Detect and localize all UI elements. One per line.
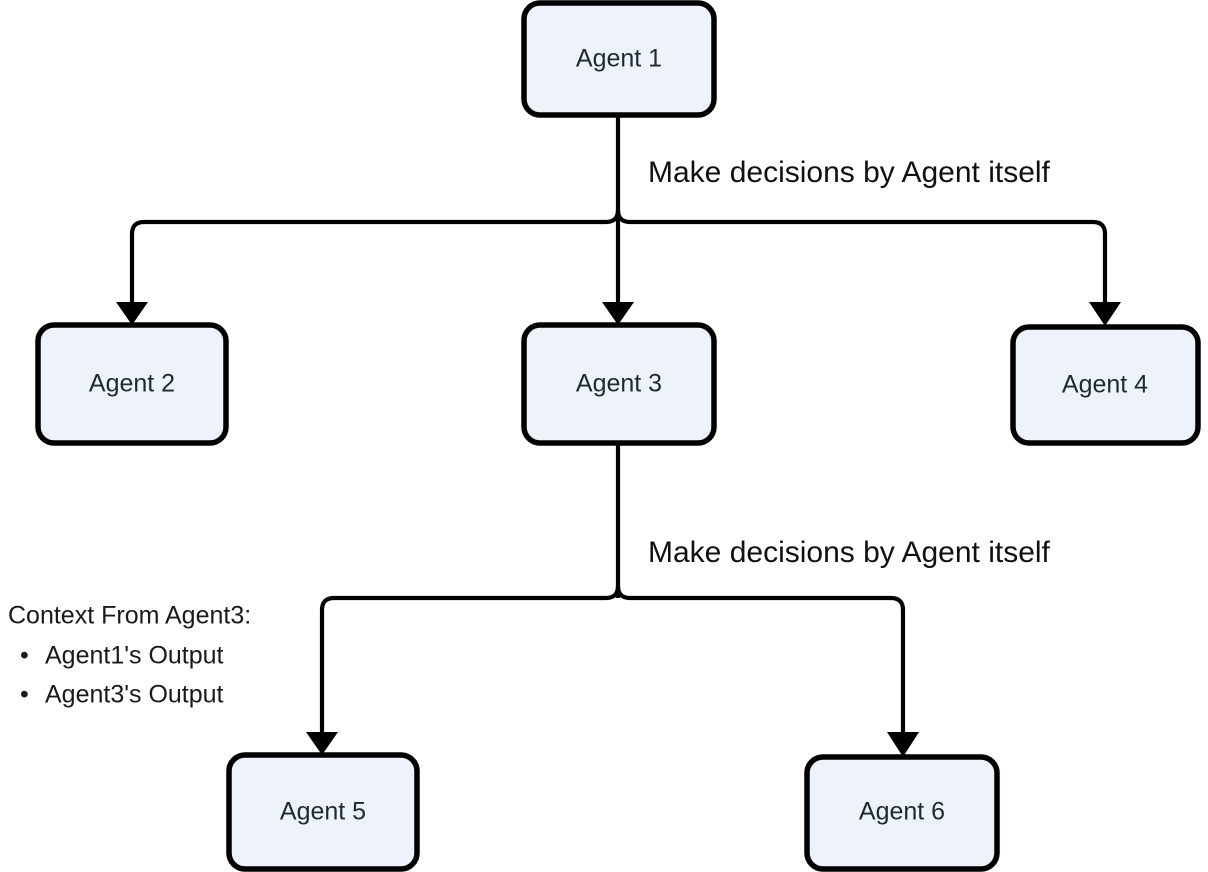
- node-agent3-label: Agent 3: [576, 370, 662, 398]
- node-agent5-label: Agent 5: [280, 798, 366, 826]
- node-agent2[interactable]: Agent 2: [35, 322, 229, 446]
- node-agent5[interactable]: Agent 5: [226, 752, 420, 872]
- node-agent2-label: Agent 2: [89, 370, 175, 398]
- arrowhead-agent5: [306, 732, 338, 755]
- edge-label-branch-1: Make decisions by Agent itself: [648, 156, 1051, 189]
- node-agent4-shape[interactable]: [1010, 324, 1201, 446]
- node-agent6[interactable]: Agent 6: [804, 754, 1000, 872]
- context-bullet-dot-1: •: [20, 642, 29, 670]
- node-agent1-label: Agent 1: [576, 45, 662, 73]
- context-bullet-text-1: Agent1's Output: [45, 642, 224, 670]
- edge-agent1-to-agent3: [602, 222, 634, 325]
- node-agent2-shape[interactable]: [35, 322, 229, 446]
- edge-agent1-to-agent2: [116, 302, 148, 325]
- node-agent1[interactable]: Agent 1: [521, 0, 717, 118]
- node-agent4[interactable]: Agent 4: [1010, 324, 1201, 446]
- node-agent3-shape[interactable]: [521, 322, 717, 446]
- arrowhead-agent4: [1089, 302, 1121, 326]
- arrowhead-agent3: [602, 302, 634, 325]
- arrowhead-agent2: [116, 302, 148, 325]
- node-agent4-label: Agent 4: [1062, 371, 1148, 399]
- context-note-title: Context From Agent3:: [8, 602, 251, 630]
- node-agent6-label: Agent 6: [859, 798, 945, 826]
- context-bullet-dot-2: •: [20, 681, 29, 709]
- node-agent5-shape[interactable]: [226, 752, 420, 872]
- edge-bus-level-1-path: [129, 207, 1108, 312]
- edge-agent1-to-agent4: [1089, 302, 1121, 326]
- context-bullet-text-2: Agent3's Output: [45, 681, 224, 709]
- node-agent1-shape[interactable]: [521, 0, 717, 118]
- edge-bus-level-2-path: [319, 583, 906, 742]
- edge-label-branch-2: Make decisions by Agent itself: [648, 536, 1051, 569]
- node-agent3[interactable]: Agent 3: [521, 322, 717, 446]
- context-note: Context From Agent3: • Agent1's Output •…: [8, 602, 251, 709]
- edge-agent3-to-agent5: [306, 732, 338, 755]
- edge-agent3-to-agent6: [887, 732, 919, 757]
- edge-bus-level-1: [129, 207, 1108, 312]
- edge-bus-level-2: [319, 583, 906, 742]
- arrowhead-agent6: [887, 732, 919, 757]
- node-agent6-shape[interactable]: [804, 754, 1000, 872]
